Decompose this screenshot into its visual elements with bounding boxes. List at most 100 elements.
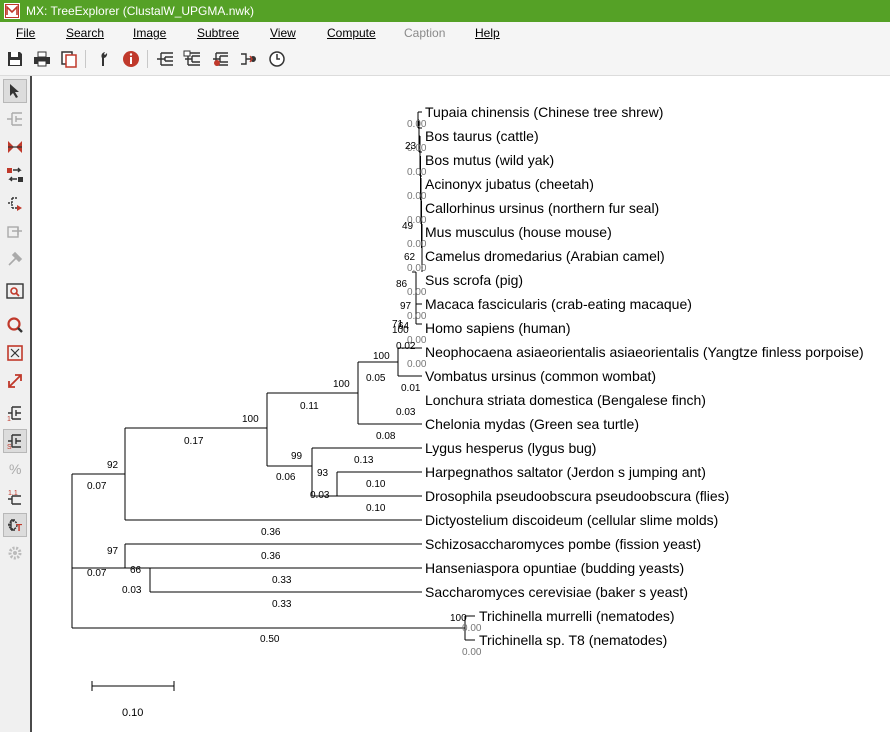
menu-bar: File Search Image Subtree View Compute C… <box>0 22 890 44</box>
menu-search[interactable]: Search <box>66 26 105 40</box>
tree-flow-icon[interactable] <box>238 48 260 70</box>
internal-branch-length-label: 0.17 <box>184 436 204 447</box>
internal-branch-length-label: 0.02 <box>396 341 416 352</box>
branch-length-label: 0.13 <box>354 455 374 466</box>
print-icon[interactable] <box>31 48 53 70</box>
branch-length-label: 0.10 <box>366 503 386 514</box>
bootstrap-label: 97 <box>107 546 119 557</box>
bootstrap-label: 86 <box>396 279 408 290</box>
menu-caption[interactable]: Caption <box>404 26 446 40</box>
clock-icon[interactable]: S <box>3 429 27 453</box>
menu-help[interactable]: Help <box>475 26 500 40</box>
taxon-label[interactable]: Homo sapiens (human) <box>425 320 571 336</box>
percent-icon[interactable]: % <box>3 457 27 481</box>
swap-taxa-icon[interactable] <box>3 163 27 187</box>
branch-length-label: 0.00 <box>407 215 427 226</box>
taxon-label[interactable]: Trichinella sp. T8 (nematodes) <box>479 632 667 648</box>
pointer-icon[interactable] <box>3 79 27 103</box>
internal-branch-length-label: 0.07 <box>87 481 107 492</box>
bootstrap-label: 100 <box>242 414 259 425</box>
bootstrap-label: 62 <box>404 252 416 263</box>
taxon-label[interactable]: Callorhinus ursinus (northern fur seal) <box>425 200 659 216</box>
taxon-label[interactable]: Schizosaccharomyces pombe (fission yeast… <box>425 536 701 552</box>
taxon-label[interactable]: Dictyostelium discoideum (cellular slime… <box>425 512 718 528</box>
bootstrap-label: 100 <box>333 379 350 390</box>
taxon-label[interactable]: Lygus hesperus (lygus bug) <box>425 440 596 456</box>
taxon-label[interactable]: Lonchura striata domestica (Bengalese fi… <box>425 392 706 408</box>
branch-length-label: 0.00 <box>407 311 427 322</box>
svg-text:S: S <box>7 444 12 450</box>
internal-branch-length-label: 0.03 <box>310 490 330 501</box>
taxon-label[interactable]: Bos mutus (wild yak) <box>425 152 554 168</box>
menu-image[interactable]: Image <box>133 26 167 40</box>
scale-bar-label: 0.10 <box>122 707 143 719</box>
branch-length-label: 0.36 <box>261 551 281 562</box>
internal-branch-length-label: 0.50 <box>260 634 280 645</box>
branch-length-label: 0.08 <box>376 431 396 442</box>
branch-length-label: 0.00 <box>407 359 427 370</box>
bootstrap-label: 93 <box>317 468 329 479</box>
branch-length-label: 0.33 <box>272 575 292 586</box>
flip-subtree-icon[interactable] <box>3 135 27 159</box>
branch-length-label: 0.00 <box>407 167 427 178</box>
menu-file[interactable]: File <box>16 26 36 40</box>
taxon-label[interactable]: Drosophila pseudoobscura pseudoobscura (… <box>425 488 729 504</box>
settings-icon[interactable] <box>3 541 27 565</box>
branch-length-label: 0.00 <box>407 119 427 130</box>
bootstrap-label: 23 <box>405 141 417 152</box>
branch-length-label: 0.01 <box>401 383 421 394</box>
taxon-label[interactable]: Acinonyx jubatus (cheetah) <box>425 176 594 192</box>
toolbar <box>0 44 890 76</box>
taxa-names-icon[interactable]: T <box>3 513 27 537</box>
fit-window-icon[interactable] <box>3 341 27 365</box>
taxon-label[interactable]: Sus scrofa (pig) <box>425 272 523 288</box>
taxon-label[interactable]: Chelonia mydas (Green sea turtle) <box>425 416 639 432</box>
info-icon[interactable] <box>120 48 142 70</box>
show-subtree-icon[interactable] <box>3 219 27 243</box>
taxon-label[interactable]: Harpegnathos saltator (Jerdon s jumping … <box>425 464 706 480</box>
timer-icon[interactable] <box>266 48 288 70</box>
bootstrap-label: 49 <box>402 221 414 232</box>
branch-length-label: 0.10 <box>366 479 386 490</box>
branch-length-label: 0.00 <box>407 287 427 298</box>
resize-icon[interactable] <box>3 369 27 393</box>
bootstrap-label: 92 <box>107 460 119 471</box>
toolbar-separator <box>147 50 148 68</box>
tree-canvas[interactable]: Tupaia chinensis (Chinese tree shrew) Bos… <box>32 76 890 732</box>
taxon-label[interactable]: Trichinella murrelli (nematodes) <box>479 608 675 624</box>
taxon-label[interactable]: Mus musculus (house mouse) <box>425 224 612 240</box>
svg-text:1: 1 <box>7 416 11 422</box>
marker-icon[interactable] <box>3 247 27 271</box>
branch-length-label: 0.33 <box>272 599 292 610</box>
bootstrap-label: 100 <box>373 351 390 362</box>
taxon-label[interactable]: Neophocaena asiaeorientalis asiaeorienta… <box>425 344 864 360</box>
save-icon[interactable] <box>4 48 26 70</box>
internal-branch-length-label: 0.07 <box>87 568 107 579</box>
zoom-window-icon[interactable] <box>3 279 27 303</box>
taxon-label[interactable]: Macaca fascicularis (crab-eating macaque… <box>425 296 692 312</box>
taxon-label[interactable]: Camelus dromedarius (Arabian camel) <box>425 248 665 264</box>
copy-icon[interactable] <box>58 48 80 70</box>
menu-subtree[interactable]: Subtree <box>197 26 240 40</box>
taxon-label[interactable]: Bos taurus (cattle) <box>425 128 539 144</box>
internal-branch-length-label: 0.03 <box>122 585 142 596</box>
compress-subtree-icon[interactable] <box>3 191 27 215</box>
tree-minus-icon[interactable] <box>210 48 232 70</box>
topology-icon[interactable]: 1.1 <box>3 485 27 509</box>
taxon-label[interactable]: Vombatus ursinus (common wombat) <box>425 368 656 384</box>
tree-layout-icon[interactable] <box>154 48 176 70</box>
branch-length-label: 0.00 <box>407 143 427 154</box>
tree-plus-icon[interactable] <box>182 48 204 70</box>
zoom-icon[interactable] <box>3 313 27 337</box>
bootstrap-label: 71 <box>392 319 404 330</box>
wrench-icon[interactable] <box>92 48 114 70</box>
menu-view[interactable]: View <box>270 26 296 40</box>
bootstrap-icon[interactable]: 1 <box>3 401 27 425</box>
taxon-label[interactable]: Saccharomyces cerevisiae (baker s yeast) <box>425 584 688 600</box>
branch-length-label: 0.00 <box>407 191 427 202</box>
place-root-icon[interactable] <box>3 107 27 131</box>
taxon-label[interactable]: Hanseniaspora opuntiae (budding yeasts) <box>425 560 684 576</box>
branch-length-label: 0.00 <box>462 623 482 634</box>
taxon-label[interactable]: Tupaia chinensis (Chinese tree shrew) <box>425 104 663 120</box>
menu-compute[interactable]: Compute <box>327 26 376 40</box>
